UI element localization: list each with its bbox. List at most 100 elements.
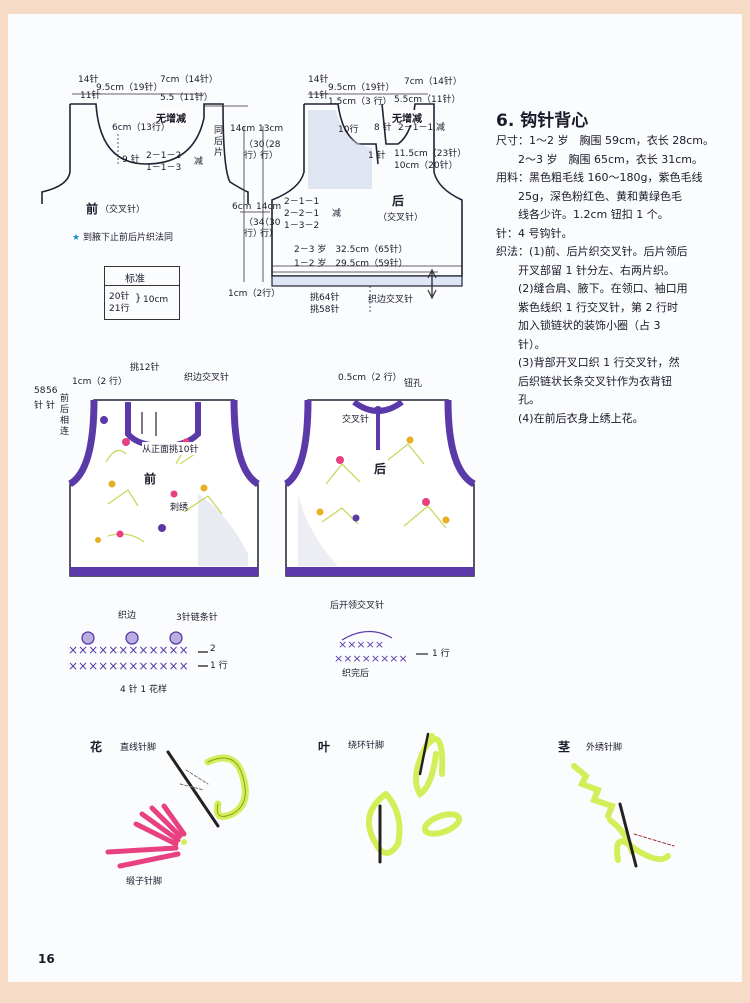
gauge-title: 标准 (125, 274, 145, 285)
back-embroidery (316, 436, 450, 529)
back-top-7cm: 7cm（14针） (404, 77, 462, 87)
sd-edge: 织边 (118, 611, 137, 621)
fg-edge: 织边交叉针 (184, 373, 230, 383)
back-inc-word: 减 (332, 209, 342, 219)
instr-line: 尺寸：1～2 岁 胸围 59cm，衣长 28cm。 (496, 134, 715, 147)
instr-line: 25g，深色粉红色、黄和黄绿色毛 (496, 189, 682, 203)
bg-cross: 交叉针 (342, 415, 370, 425)
gauge-brace: } (135, 293, 142, 304)
back-schematic-hem (271, 275, 463, 287)
bg-button: 钮孔 (404, 379, 423, 389)
emb-leaf: 叶 (318, 740, 331, 754)
front-top-95: 9.5cm（19针） (96, 83, 163, 93)
instr-line: 针）。 (496, 337, 546, 351)
page-number: 16 (38, 952, 55, 966)
edge-stitch-diagram: ×××××××××××× ×××××××××××× (68, 631, 208, 673)
front-nine-st: 9 针 (122, 155, 140, 165)
emb-leaf-stitch: 绕环针脚 (348, 741, 385, 751)
mid-dimension-lines (240, 126, 270, 282)
back-top-15: 1.5cm（3 行） (328, 97, 392, 107)
stem-stitch-drawing (571, 763, 675, 868)
front-dec-word: 减 (194, 157, 204, 167)
back-top-95: 9.5cm（19针） (328, 83, 395, 93)
mid-34: （34行） (244, 218, 265, 239)
sd-chain3: 3针链条针 (176, 613, 218, 623)
fg-label: 前 (144, 472, 157, 486)
sd-back-collar: 后开领交叉针 (330, 601, 385, 611)
back-inc2: 2－2－1 (284, 209, 320, 219)
back-pick64: 挑64针 (310, 293, 340, 303)
instr-line: 用料：黑色粗毛线 160～180g，紫色毛线 (496, 171, 703, 184)
diagram-canvas: ×××××××××××× ×××××××××××× ××××× ×××××××× (41, 93, 675, 869)
instructions-body: 尺寸：1～2 岁 胸围 59cm，衣长 28cm。 2～3 岁 胸围 65cm，… (496, 132, 714, 428)
mid-1cm: 1cm（2行） (228, 289, 281, 299)
emb-satin: 缎子针脚 (126, 877, 163, 887)
pattern-page: ×××××××××××× ×××××××××××× ××××× ×××××××× (8, 14, 742, 982)
fg-embroider: 刺绣 (170, 503, 189, 513)
svg-text:××××××××××××: ×××××××××××× (68, 659, 189, 673)
instructions-title: 6. 钩针背心 (496, 111, 589, 131)
sd-r1: 1 行 (210, 661, 228, 671)
mid-14cm-b: 14cm (256, 202, 282, 212)
instr-line: 孔。 (496, 393, 540, 406)
bg-label: 后 (374, 462, 387, 476)
front-label-stitch: （交叉针） (100, 205, 146, 215)
emb-flower: 花 (90, 740, 103, 754)
back-label: 后 (392, 194, 405, 208)
front-no-inc: 无增减 (156, 110, 186, 125)
leaf-stitch-drawing (365, 732, 463, 864)
flower-stitch-drawing (105, 750, 249, 869)
instr-line: 后织链状长条交叉针作为衣背钮 (496, 374, 672, 388)
back-dec-text: 2－1－1 减 (398, 123, 446, 133)
front-top-14: 14针 (78, 75, 99, 85)
back-r115: 11.5cm（23针） (394, 149, 467, 159)
fg-zhen: 针 (34, 401, 44, 411)
instr-line: 紫色线织 1 行交叉针，第 2 行时 (496, 300, 678, 314)
back-top-55: 5.5cm（11针） (394, 95, 461, 105)
instr-line: (2)缝合肩、腋下。在领口、袖口用 (496, 282, 688, 295)
svg-text:××××××××: ×××××××× (334, 652, 408, 665)
sd-done: 织完后 (342, 669, 370, 679)
back-no-inc: 无增减 (392, 110, 422, 125)
back-size1: 2－3 岁 32.5cm（65针） (294, 245, 408, 255)
mid-14cm: 14cm (230, 124, 256, 134)
instr-line: 开叉部留 1 针分左、右两片织。 (496, 263, 675, 277)
front-label: 前 (86, 202, 99, 216)
bg-half-cm: 0.5cm（2 行） (338, 373, 402, 383)
sd-pattern: 4 针 1 花样 (120, 685, 168, 695)
front-top-7cm: 7cm（14针） (160, 75, 218, 85)
instr-line: 织法：(1)前、后片织交叉针。后片领后 (496, 245, 688, 258)
back-one-st: 1 针 (368, 151, 386, 161)
front-note: ★ 到腋下止前后片织法同 (72, 233, 173, 243)
instr-line: (4)在前后衣身上绣上花。 (496, 411, 644, 425)
mid-30: （30行） (244, 140, 265, 161)
svg-text:×××××: ××××× (338, 638, 384, 651)
back-top-14: 14针 (308, 75, 329, 85)
emb-stem-stitch: 外绣针脚 (586, 743, 623, 753)
front-garment (67, 399, 261, 577)
back-inc3: 1－3－2 (284, 221, 320, 231)
back-size2: 1－2 岁 29.5cm（59针） (294, 259, 408, 269)
instr-line: (3)背部开叉口织 1 行交叉针，然 (496, 356, 680, 369)
back-edge-cross: 织边交叉针 (368, 295, 414, 305)
fg-joined: 前后相连 (60, 394, 70, 437)
front-neck-6cm: 6cm（13行） (112, 123, 170, 133)
back-r10: 10cm（20针） (394, 161, 458, 171)
back-collar-stitch-diagram: ××××× ×××××××× (334, 630, 428, 665)
front-schematic-outline (41, 103, 249, 204)
gauge-l1: 20针 (109, 292, 130, 302)
mid-30b: （30行） (260, 218, 281, 239)
mid-6cm: 6cm (232, 202, 252, 212)
svg-text:××××××××××××: ×××××××××××× (68, 643, 189, 657)
back-top-11: 11针 (308, 91, 329, 101)
mid-28: （28行） (260, 140, 281, 161)
gauge-box: 标准 20针 21行 } 10cm (104, 266, 180, 320)
emb-flower-stitch: 直线针脚 (120, 743, 157, 753)
instr-line: 2～3 岁 胸围 65cm，衣长 31cm。 (496, 152, 704, 166)
sd-one-row: 1 行 (432, 649, 450, 659)
instr-line: 线各少许。1.2cm 钮扣 1 个。 (496, 208, 669, 221)
back-garment (283, 399, 476, 577)
front-schematic-dims (72, 93, 248, 164)
front-dec2: 1－1－3 (146, 163, 182, 173)
fg-one-cm: 1cm（2 行） (72, 377, 128, 387)
